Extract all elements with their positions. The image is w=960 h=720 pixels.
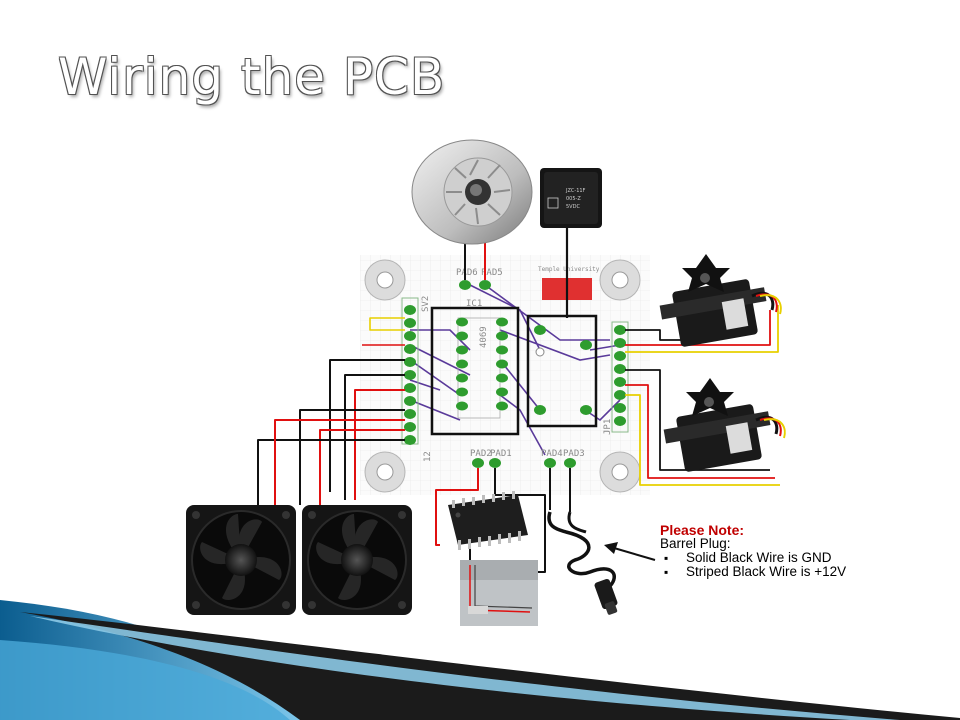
ic1-pins [456,317,508,411]
pad5-label: PAD5 [481,268,503,278]
mounting-hole [364,451,406,493]
barrel-plug-note: Please Note: Barrel Plug: Solid Black Wi… [660,523,860,579]
mounting-hole [364,259,406,301]
pad3-label: PAD3 [563,449,585,459]
slide-title: Wiring the PCB [58,48,446,106]
pcb-board: Temple University [360,255,650,495]
barrel-plug-image [547,511,618,615]
header-jp1 [611,321,629,433]
pads-bottom [472,458,576,468]
sv2-label: SV2 [421,296,431,312]
note-item: Striped Black Wire is +12V [660,565,860,580]
pad4-label: PAD4 [541,449,563,459]
university-label: Temple University [538,266,600,273]
servo-motor-image [659,254,782,347]
pad6-label: PAD6 [456,268,478,278]
pads-top [459,280,491,290]
note-title: Please Note: [660,522,745,538]
sv2-number-label: 12 [423,451,433,462]
svg-text:005-Z: 005-Z [566,196,581,202]
pad1-label: PAD1 [490,449,512,459]
relay-footprint [526,314,598,428]
header-sv2 [401,297,419,445]
note-item: Solid Black Wire is GND [660,551,860,566]
relay-image: JZC-11F 005-Z 5VDC [540,168,602,228]
decorative-swoosh [0,600,960,720]
led-strip-image [460,560,538,626]
note-subtitle: Barrel Plug: [660,536,731,551]
svg-text:5VDC: 5VDC [566,204,580,210]
external-wires [257,225,780,573]
jp1-label: JP1 [603,419,613,435]
pad2-label: PAD2 [470,449,492,459]
mounting-hole [599,259,641,301]
ic1-label: IC1 [466,299,482,309]
ic-chip-image [448,491,528,550]
mounting-hole [599,451,641,493]
blower-fan-image [411,139,533,245]
ic-chip-label: 4069 [479,326,489,348]
pcb-traces [409,284,621,456]
arrow-pointer [604,542,656,561]
cooling-fan-image [186,505,296,615]
svg-text:JZC-11F: JZC-11F [565,188,586,194]
note-list: Solid Black Wire is GND Striped Black Wi… [660,551,860,580]
ic1-outline [430,306,520,436]
cooling-fan-image [302,505,412,615]
servo-motor-image [663,378,786,472]
